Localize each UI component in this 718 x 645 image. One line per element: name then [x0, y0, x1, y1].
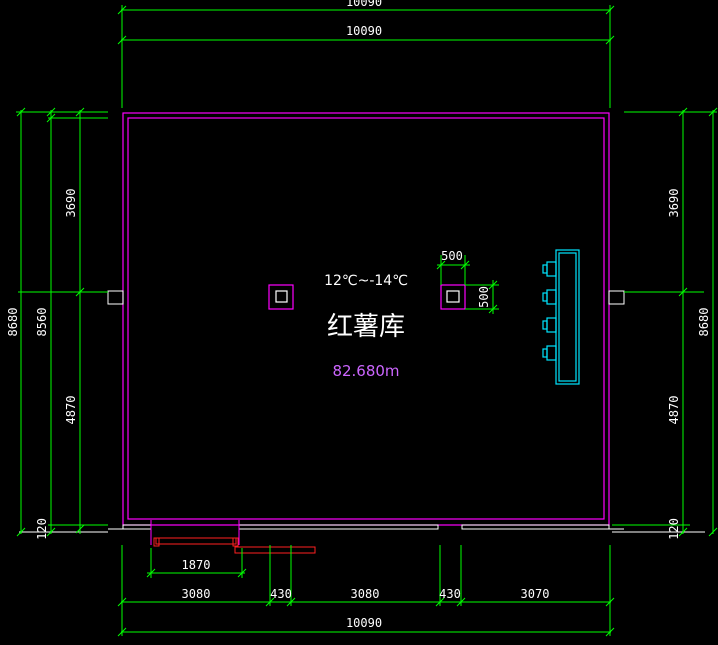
right-wall-stub [608, 290, 625, 305]
dim-right-lower: 4870 [667, 396, 681, 425]
dim-door-width: 1870 [182, 558, 211, 572]
dim-top-overall-partial: 10090 [346, 0, 382, 9]
dim-left-lower: 4870 [64, 396, 78, 425]
room-temperature: 12℃~-14℃ [324, 273, 408, 289]
dim-bottom-segment: 3080 [182, 587, 211, 601]
dim-bottom-overall: 10090 [346, 616, 382, 630]
air-cooler-icon [542, 249, 580, 385]
room-name: 红薯库 [327, 312, 405, 342]
wall-stubs [18, 290, 704, 305]
dim-column-width: 500 [441, 249, 463, 263]
dim-left-bottom: 120 [35, 518, 49, 540]
door-icon [150, 520, 316, 554]
dim-right-upper: 3690 [667, 189, 681, 218]
dim-bottom-segment: 3070 [521, 587, 550, 601]
column-icon [268, 284, 294, 310]
dim-left-overall: 8680 [6, 308, 20, 337]
dimension-lines [16, 5, 718, 637]
dim-right-overall: 8680 [697, 308, 711, 337]
inner-wall-line [127, 117, 605, 520]
left-wall-stub [107, 290, 124, 305]
dim-bottom-segment: 430 [270, 587, 292, 601]
room-area: 82.680m [332, 362, 399, 380]
dim-column-depth: 500 [477, 286, 491, 308]
dim-left-inner: 8560 [35, 308, 49, 337]
dim-bottom-segment: 3080 [351, 587, 380, 601]
column-icon [440, 284, 466, 310]
bottom-wall-segments [19, 524, 705, 533]
dim-top-overall: 10090 [346, 24, 382, 38]
dimension-labels: 10090 10090 10090 3080 430 3080 430 3070… [6, 0, 711, 630]
dim-left-upper: 3690 [64, 189, 78, 218]
dim-right-bottom: 120 [667, 518, 681, 540]
room-labels: 12℃~-14℃ 红薯库 82.680m [324, 273, 408, 380]
dim-bottom-segment: 430 [439, 587, 461, 601]
